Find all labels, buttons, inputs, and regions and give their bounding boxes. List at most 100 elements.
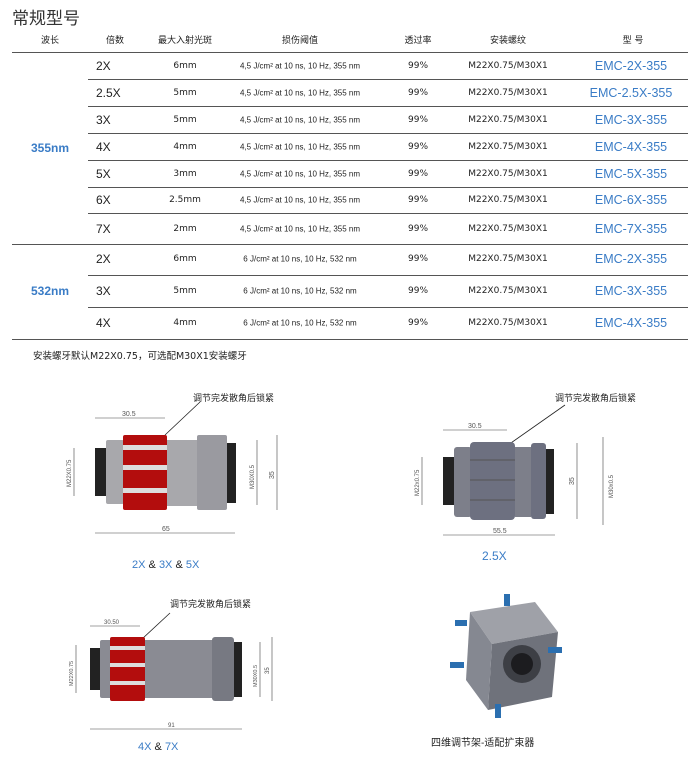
damage-threshold: 4,5 J/cm² at 10 ns, 10 Hz, 355 nm <box>239 195 361 205</box>
transmittance: 99% <box>407 223 429 234</box>
column-header: 损伤阈值 <box>281 36 319 46</box>
svg-text:91: 91 <box>168 723 175 729</box>
damage-threshold: 4,5 J/cm² at 10 ns, 10 Hz, 355 nm <box>239 88 361 97</box>
magnification: 2X <box>96 252 111 266</box>
svg-text:M30X0.5: M30X0.5 <box>250 464 256 489</box>
model-number: EMC-5X-355 <box>594 166 668 181</box>
damage-threshold: 4,5 J/cm² at 10 ns, 10 Hz, 355 nm <box>239 115 361 124</box>
svg-text:30.50: 30.50 <box>104 620 120 626</box>
four-axis-mount-image <box>450 594 562 718</box>
damage-threshold: 6 J/cm² at 10 ns, 10 Hz, 532 nm <box>243 318 357 328</box>
magnification: 7X <box>96 221 111 236</box>
max-spot: 6mm <box>173 60 197 71</box>
magnification: 4X <box>96 139 111 154</box>
svg-text:调节完发散角后锁紧: 调节完发散角后锁紧 <box>555 392 636 403</box>
caption-2x-3x-5x: 2X & 3X & 5X <box>132 559 200 571</box>
section-title: 常规型号 <box>12 9 80 29</box>
model-number: EMC-3X-355 <box>594 112 668 127</box>
mount-thread: M22X0.75/M30X1 <box>468 114 548 125</box>
svg-text:M30x0.5: M30x0.5 <box>609 474 615 498</box>
damage-threshold: 4,5 J/cm² at 10 ns, 10 Hz, 355 nm <box>239 169 361 178</box>
max-spot: 2mm <box>173 223 197 234</box>
lock-label: 调节完发散角后锁紧 <box>193 392 274 403</box>
mount-thread: M22X0.75/M30X1 <box>468 87 548 98</box>
mount-thread: M22X0.75/M30X1 <box>468 168 548 179</box>
svg-text:M22X0.75: M22X0.75 <box>69 661 75 686</box>
column-header: 倍数 <box>105 36 125 46</box>
magnification: 3X <box>96 112 111 127</box>
model-number: EMC-6X-355 <box>594 193 668 207</box>
model-number: EMC-2X-355 <box>594 252 668 266</box>
mount-thread: M22X0.75/M30X1 <box>468 254 548 264</box>
mount-thread: M22X0.75/M30X1 <box>468 141 548 152</box>
svg-text:35: 35 <box>265 667 271 674</box>
mount-note: 安装螺牙默认M22X0.75，可选配M30X1安装螺牙 <box>33 351 247 362</box>
max-spot: 4mm <box>173 141 197 152</box>
model-number: EMC-3X-355 <box>594 284 668 298</box>
mount-thread: M22X0.75/M30X1 <box>468 60 548 71</box>
max-spot: 5mm <box>173 87 197 98</box>
divider <box>88 275 688 276</box>
svg-text:30.5: 30.5 <box>122 411 136 418</box>
max-spot: 4mm <box>173 318 197 328</box>
transmittance: 99% <box>407 87 429 98</box>
svg-text:30.5: 30.5 <box>468 423 482 430</box>
column-header: 透过率 <box>404 36 432 46</box>
magnification: 4X <box>96 316 111 330</box>
magnification: 6X <box>96 193 111 207</box>
divider <box>88 160 688 161</box>
transmittance: 99% <box>407 114 429 125</box>
transmittance: 99% <box>407 286 429 296</box>
divider <box>12 52 688 53</box>
mount-thread: M22X0.75/M30X1 <box>468 286 548 296</box>
max-spot: 6mm <box>173 254 197 264</box>
divider <box>88 133 688 134</box>
svg-text:M30X0.5: M30X0.5 <box>253 665 259 687</box>
model-number: EMC-2X-355 <box>594 58 668 73</box>
transmittance: 99% <box>407 254 429 264</box>
mount-thread: M22X0.75/M30X1 <box>468 318 548 328</box>
max-spot: 5mm <box>173 286 197 296</box>
svg-text:35: 35 <box>269 471 276 479</box>
wavelength-label: 355nm <box>30 141 70 155</box>
svg-text:65: 65 <box>162 526 170 533</box>
divider <box>88 79 688 80</box>
transmittance: 99% <box>407 60 429 71</box>
divider <box>88 106 688 107</box>
magnification: 3X <box>96 284 111 298</box>
column-header: 波长 <box>40 36 60 46</box>
max-spot: 5mm <box>173 114 197 125</box>
divider <box>12 244 688 245</box>
magnification: 2.5X <box>96 85 121 100</box>
damage-threshold: 4,5 J/cm² at 10 ns, 10 Hz, 355 nm <box>239 61 361 70</box>
transmittance: 99% <box>407 318 429 328</box>
transmittance: 99% <box>407 141 429 152</box>
model-number: EMC-4X-355 <box>594 139 668 154</box>
caption-2-5x: 2.5X <box>482 549 507 563</box>
max-spot: 3mm <box>173 168 197 179</box>
model-number: EMC-7X-355 <box>594 221 668 236</box>
divider <box>88 187 688 188</box>
damage-threshold: 4,5 J/cm² at 10 ns, 10 Hz, 355 nm <box>239 224 361 233</box>
column-header: 型 号 <box>622 36 644 46</box>
drawing-2-5x: 调节完发散角后锁紧 30.5 55.5 M22x0.75 35 M30x0.5 <box>415 392 636 536</box>
caption-four-axis-mount: 四维调节架-适配扩束器 <box>431 738 535 749</box>
magnification: 5X <box>96 166 111 181</box>
mount-thread: M22X0.75/M30X1 <box>468 223 548 234</box>
divider <box>12 339 688 340</box>
model-number: EMC-2.5X-355 <box>589 85 673 100</box>
max-spot: 2.5mm <box>169 195 201 205</box>
damage-threshold: 6 J/cm² at 10 ns, 10 Hz, 532 nm <box>243 254 357 264</box>
divider <box>88 213 688 214</box>
damage-threshold: 4,5 J/cm² at 10 ns, 10 Hz, 355 nm <box>239 142 361 151</box>
svg-text:调节完发散角后锁紧: 调节完发散角后锁紧 <box>170 598 251 609</box>
svg-text:55.5: 55.5 <box>493 528 507 535</box>
column-header: 安装螺纹 <box>489 36 527 46</box>
mount-thread: M22X0.75/M30X1 <box>468 195 548 205</box>
column-header: 最大入射光斑 <box>157 36 213 46</box>
drawing-4x-7x: 调节完发散角后锁紧 30.50 91 M22X0.75 M30X0.5 35 <box>69 598 273 730</box>
transmittance: 99% <box>407 195 429 205</box>
svg-text:35: 35 <box>569 477 576 485</box>
model-number: EMC-4X-355 <box>594 316 668 330</box>
damage-threshold: 6 J/cm² at 10 ns, 10 Hz, 532 nm <box>243 286 357 296</box>
